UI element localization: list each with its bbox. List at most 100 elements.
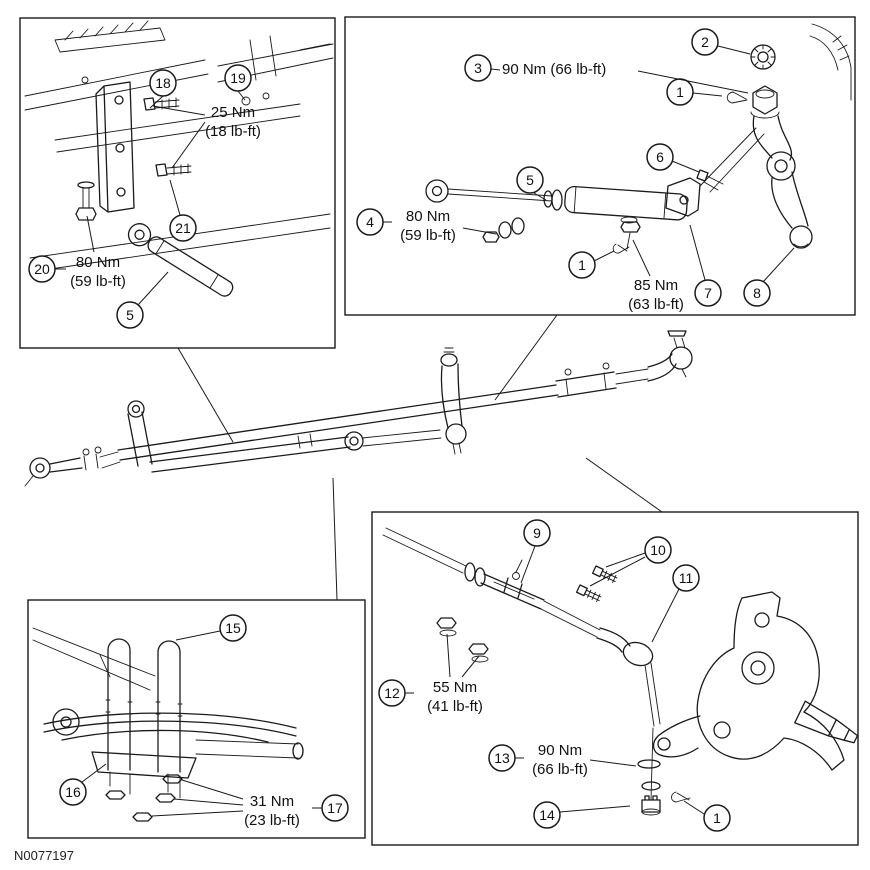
leader-line (637, 70, 749, 94)
damper-mount-bracket (665, 127, 765, 217)
spring-plate (91, 751, 197, 799)
svg-text:2: 2 (701, 34, 709, 50)
torque-label: 90 Nm (538, 742, 582, 759)
leader-line (692, 92, 723, 97)
drag-link (117, 362, 649, 461)
leader-line (632, 239, 651, 277)
callout-21: 21 (169, 214, 197, 242)
callout-19: 19 (224, 64, 252, 92)
callout-3: 3 (464, 54, 492, 82)
leader-line (589, 556, 646, 587)
inset-border-steering-damper (344, 16, 856, 316)
callout-1: 1 (703, 804, 731, 832)
leader-line (181, 779, 244, 800)
torque-label: (18 lb-ft) (205, 123, 261, 140)
splined-retainer (750, 44, 776, 70)
damper-stud-nut (620, 216, 641, 250)
svg-text:21: 21 (175, 220, 191, 236)
torque-label: 90 Nm (66 lb-ft) (502, 61, 606, 78)
steering-damper (127, 223, 234, 297)
spring-u-bolt-inset-art (32, 627, 304, 822)
leader-line (151, 810, 244, 817)
callout-18: 18 (149, 69, 177, 97)
torque-label: (41 lb-ft) (427, 698, 483, 715)
u-bolt-left (105, 638, 133, 771)
svg-text:5: 5 (126, 307, 134, 323)
steering-knuckle (652, 591, 859, 771)
leader-line (605, 552, 646, 568)
callout-1: 1 (568, 251, 596, 279)
bracket-bolt-upper (143, 97, 180, 111)
svg-text:1: 1 (713, 810, 721, 826)
callout-9: 9 (523, 519, 551, 547)
leader-line (651, 588, 680, 643)
tie-rod-knuckle-inset-art (382, 527, 859, 816)
main-linkage-art (24, 330, 693, 487)
clamp-bolt-2 (575, 584, 602, 602)
bracket-bolt-lower (155, 163, 192, 177)
svg-text:15: 15 (225, 620, 241, 636)
callout-15: 15 (219, 614, 247, 642)
center-link (149, 429, 442, 473)
frame-rail-c (32, 627, 304, 760)
callout-10: 10 (644, 536, 672, 564)
leader-line (149, 95, 164, 109)
torque-label: (63 lb-ft) (628, 296, 684, 313)
leader-line (683, 800, 705, 815)
callout-5: 5 (516, 166, 544, 194)
leader-line (137, 271, 169, 306)
torque-label: 31 Nm (250, 793, 294, 810)
svg-text:4: 4 (366, 214, 374, 230)
svg-text:17: 17 (327, 800, 343, 816)
callout-8: 8 (743, 279, 771, 307)
callout-20: 20 (28, 255, 56, 283)
svg-text:3: 3 (474, 60, 482, 76)
leader-line (171, 121, 206, 169)
figure-id: N0077197 (14, 848, 74, 863)
leader-line (86, 215, 95, 253)
callout-5: 5 (116, 301, 144, 329)
torque-label: (59 lb-ft) (400, 227, 456, 244)
tie-rod-end-left (24, 446, 121, 487)
leader-line (237, 90, 246, 101)
cotter-pin-lower (671, 791, 691, 803)
leader-line (533, 192, 547, 201)
callout-16: 16 (59, 778, 87, 806)
steering-damper-inset-art (425, 23, 852, 254)
callout-17: 17 (321, 794, 349, 822)
torque-label: (66 lb-ft) (532, 761, 588, 778)
leaf-spring (43, 708, 297, 743)
torque-label: 80 Nm (76, 254, 120, 271)
tie-rod-end (540, 600, 661, 727)
svg-text:20: 20 (34, 261, 50, 277)
leader-line (169, 179, 181, 216)
torque-label: 85 Nm (634, 277, 678, 294)
callout-1: 1 (666, 78, 694, 106)
frame-corner (809, 23, 852, 101)
inset-border-spring-u-bolt (27, 599, 366, 839)
svg-text:1: 1 (676, 84, 684, 100)
tie-rod-end-right (647, 330, 693, 382)
leader-line (175, 630, 221, 641)
leader-line (689, 224, 706, 281)
callout-4: 4 (356, 208, 384, 236)
svg-text:9: 9 (533, 525, 541, 541)
leader-line (461, 655, 480, 678)
svg-text:6: 6 (656, 149, 664, 165)
stud-washers-castle-nut (637, 727, 661, 816)
leader-line (152, 105, 206, 116)
damper-rod-eye (425, 179, 553, 203)
svg-text:13: 13 (494, 750, 510, 766)
callout-7: 7 (694, 279, 722, 307)
leader-line (593, 250, 615, 262)
svg-text:5: 5 (526, 172, 534, 188)
damper-bracket (95, 81, 135, 213)
svg-text:1: 1 (578, 257, 586, 273)
inset-border-tie-rod-knuckle (371, 511, 859, 846)
torque-label: 25 Nm (211, 104, 255, 121)
svg-text:7: 7 (704, 285, 712, 301)
inset-border-frame-mount (19, 17, 336, 349)
torque-label: (23 lb-ft) (244, 812, 300, 829)
svg-text:18: 18 (155, 75, 171, 91)
